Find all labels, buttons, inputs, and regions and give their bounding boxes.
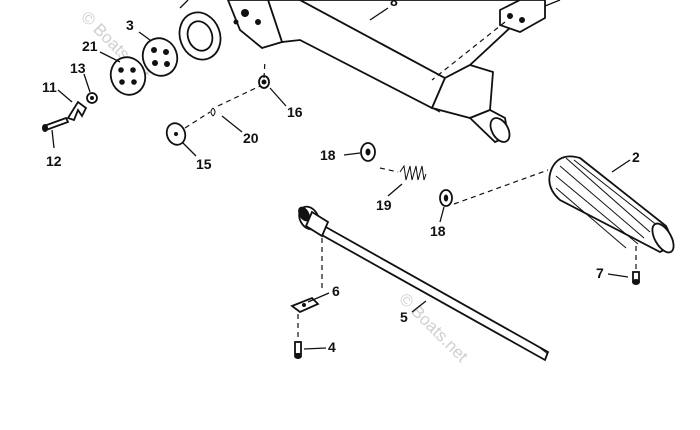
ring-bushing: [178, 0, 222, 61]
leader-dash-16: [263, 59, 266, 79]
watermark-bottom: © Boats.net: [395, 289, 472, 366]
slotted-plate: [109, 56, 147, 96]
callout-7: 7: [596, 265, 604, 281]
leader-8: [369, 7, 389, 21]
callout-21: 21: [82, 38, 98, 54]
callout-4: 4: [328, 339, 336, 355]
small-washer: [86, 92, 98, 104]
leader-5: [411, 300, 427, 313]
screw-4: [294, 341, 302, 359]
screw-12: [42, 116, 70, 132]
leader-21: [99, 51, 121, 63]
leader-13: [83, 73, 91, 93]
callout-20: 20: [243, 130, 259, 146]
washer-15: [165, 122, 187, 146]
clip-bracket: [66, 100, 88, 122]
callout-3: 3: [126, 17, 134, 33]
leader-2: [611, 159, 631, 173]
leader-18a: [343, 152, 361, 156]
callout-11: 11: [42, 79, 57, 95]
leader-7: [607, 273, 629, 278]
leader-6: [307, 292, 330, 303]
screw-7: [632, 271, 640, 285]
leader-dash-15: [184, 85, 261, 129]
leader-4: [303, 347, 327, 350]
callout-16: 16: [287, 104, 303, 120]
callout-6: 6: [332, 283, 340, 299]
spring-19: [399, 164, 427, 181]
callout-15: 15: [196, 156, 212, 172]
washer-18-upper: [360, 142, 376, 162]
tiller-arm-housing: [227, 0, 542, 144]
twist-grip: [548, 155, 675, 254]
callout-13: 13: [70, 60, 86, 76]
leader-15: [181, 141, 197, 157]
callout-19: 19: [376, 197, 392, 213]
leader-18b: [439, 206, 445, 223]
callout-5: 5: [400, 309, 408, 325]
callout-8: 8: [390, 0, 398, 9]
callout-18-upper: 18: [320, 147, 336, 163]
leader-3: [138, 31, 151, 41]
leader-12: [51, 129, 55, 149]
leader-11: [57, 89, 73, 103]
washer-18-lower: [439, 189, 453, 207]
callout-2: 2: [632, 149, 640, 165]
leader-dash-8: [431, 21, 506, 81]
callout-18-lower: 18: [430, 223, 446, 239]
leader-19: [387, 183, 403, 197]
leader-dash-19: [379, 167, 399, 173]
throttle-shaft: [298, 205, 550, 362]
clip-plate-6: [290, 296, 320, 314]
clip-20: [210, 107, 216, 117]
leader-20: [221, 115, 243, 133]
leader-dash-18-to-grip: [453, 169, 549, 205]
steering-bracket-block: [499, 0, 561, 33]
leader-16: [269, 87, 287, 107]
friction-disc: [141, 37, 179, 77]
callout-12: 12: [46, 153, 62, 169]
